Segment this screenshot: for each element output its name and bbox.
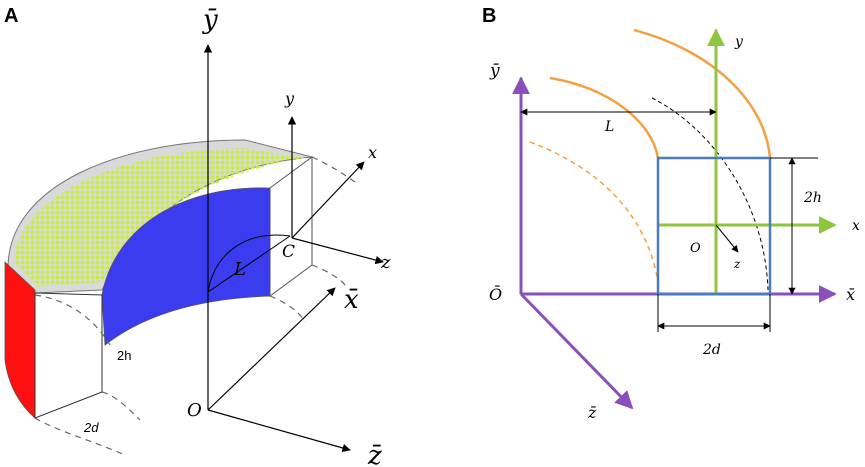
label-local-y-b: y (734, 34, 744, 50)
label-radius-b: L (604, 119, 614, 135)
label-local-x-b: x (852, 218, 860, 234)
end-section (269, 156, 313, 297)
panel-b-label: B (482, 5, 496, 27)
ring-top-dots (14, 148, 305, 287)
label-origin-b: Ō (489, 284, 502, 304)
label-width-a: 2d (83, 420, 99, 435)
label-center-b: O (690, 241, 701, 256)
label-xbar: x̄ (344, 285, 359, 315)
label-zbar-b: z̄ (587, 403, 597, 422)
axis-zbar (207, 409, 351, 452)
label-local-z-b: z (733, 257, 741, 271)
arc-inner (549, 76, 660, 159)
label-local-y-a: y (284, 89, 295, 108)
radius-arc (207, 234, 291, 293)
panel-a: A ȳ (4, 5, 391, 467)
label-ybar: ȳ (202, 5, 218, 35)
label-local-z-a: z (380, 252, 391, 273)
label-radius-a: L (233, 259, 246, 280)
label-xbar-b: x̄ (846, 285, 855, 304)
label-height-b: 2h (803, 190, 822, 206)
ring-end-face (4, 261, 36, 419)
arc-dashed-black (651, 97, 769, 291)
panel-a-label: A (4, 5, 18, 27)
cross-section (34, 292, 103, 419)
section-rect (656, 156, 772, 296)
axis-local-x (291, 161, 365, 239)
arc-outer (633, 28, 772, 159)
axis-xbar (207, 287, 336, 411)
radius-line (207, 235, 291, 293)
label-ybar-b: ȳ (489, 61, 500, 81)
axis-local-z-b (715, 224, 739, 253)
label-origin-a: O (187, 400, 202, 421)
label-zbar: z̄ (367, 441, 382, 467)
label-center-a: C (282, 242, 295, 262)
label-height-a: 2h (117, 348, 131, 363)
axis-local-z (291, 237, 384, 265)
label-local-x-a: x (368, 143, 377, 162)
panel-b: B ȳ x̄ z̄ Ō y x z O L (482, 5, 860, 422)
label-width-b: 2d (702, 342, 721, 358)
dashed-arcs (34, 156, 356, 456)
arc-dashed-orange (529, 141, 659, 283)
axis-zbar-b (519, 292, 634, 410)
